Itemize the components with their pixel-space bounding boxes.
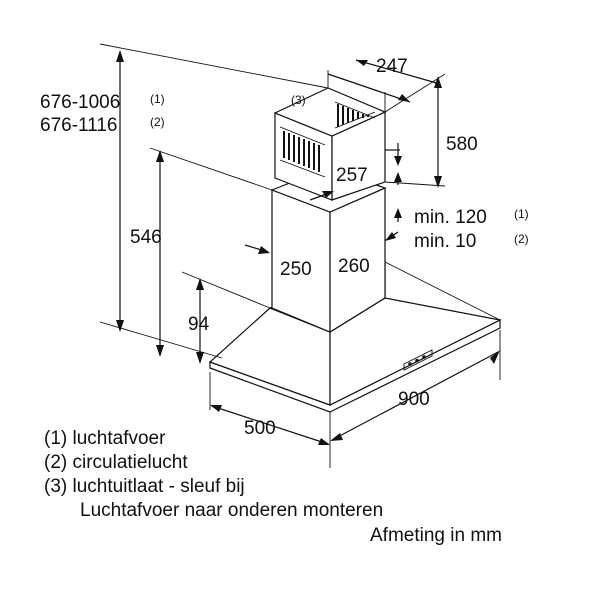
lower-depth-label: 260 [338, 256, 370, 277]
vent-slots-left [279, 126, 326, 178]
vent-slot-note: (3) [291, 93, 306, 107]
top-width-label: 247 [376, 56, 408, 77]
canopy-height-label: 94 [188, 314, 210, 335]
vent-slots-right [334, 101, 376, 129]
legend-item-3: (3) luchtuitlaat - sleuf bij [44, 476, 245, 497]
upper-depth-label: 257 [336, 165, 368, 186]
range-hood-body [208, 87, 502, 413]
lower-width-label: 250 [280, 259, 312, 280]
gap-min-2-note: (2) [514, 232, 529, 246]
unit-note: Afmeting in mm [370, 525, 502, 546]
extension-546-top [149, 147, 273, 191]
total-height-2-label: 676-1116 [40, 115, 117, 136]
upper-height-label: 580 [446, 134, 478, 155]
extension-94-top [181, 271, 271, 309]
legend: (1) luchtafvoer (2) circulatielucht (3) … [44, 428, 502, 546]
total-height-1-label: 676-1006 [40, 92, 120, 113]
width-900-line [331, 351, 499, 441]
dimension-labels: 676-1006 (1) 676-1116 (2) (3) 247 580 25… [40, 56, 529, 439]
total-height-2-note: (2) [150, 115, 165, 129]
legend-item-3-continued: Luchtafvoer naar onderen monteren [80, 500, 383, 521]
legend-item-1: (1) luchtafvoer [44, 428, 166, 449]
legend-item-2: (2) circulatielucht [44, 452, 188, 473]
total-height-1-note: (1) [150, 92, 165, 106]
canopy-top-edge-right [384, 261, 501, 321]
extension-top [99, 43, 329, 89]
hood-depth-label: 500 [244, 418, 276, 439]
lower-height-label: 546 [130, 227, 162, 248]
hood-width-label: 900 [398, 389, 430, 410]
control-panel [403, 349, 433, 371]
gap-min-1-label: min. 120 [414, 207, 487, 228]
gap-min-2-label: min. 10 [414, 231, 476, 252]
depth-500-line [211, 405, 329, 445]
dimension-lines [99, 43, 501, 468]
width-247-line [327, 73, 411, 103]
gap-min-1-note: (1) [514, 207, 529, 221]
